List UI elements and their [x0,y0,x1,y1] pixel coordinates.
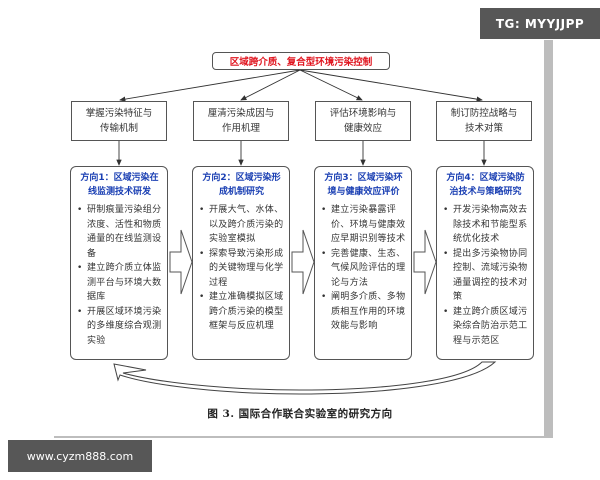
list-item: 完善健康、生态、气候风险评估的理论与方法 [320,247,407,291]
goal-4-line2: 技术对策 [464,123,503,134]
list-item: 建立跨介质区域污染综合防治示范工程与示范区 [442,305,529,349]
list-item: 开发污染物高效去除技术和节能型系统优化技术 [442,203,529,247]
watermark-top: TG: MYYJJPP [480,8,600,39]
list-item: 建立跨介质立体监测平台与环境大数据库 [76,261,163,305]
list-item: 研制痕量污染组分浓度、活性和物质通量的在线监测设备 [76,203,163,261]
root-goal-box: 区域跨介质、复合型环境污染控制 [212,52,390,70]
figure-caption: 图 3. 国际合作联合实验室的研究方向 [207,408,393,420]
page-shadow-right [544,40,553,438]
goal-2-line2: 作用机理 [221,123,260,134]
goal-1-line1: 掌握污染特征与 [85,108,153,119]
direction-4-title: 方向4：区域污染防治技术与策略研究 [446,173,525,197]
list-item: 开展大气、水体、以及跨介质污染的实验室模拟 [198,203,285,247]
list-item: 建立污染暴露评价、环境与健康效应早期识别等技术 [320,203,407,247]
direction-1-list: 研制痕量污染组分浓度、活性和物质通量的在线监测设备 建立跨介质立体监测平台与环境… [76,203,163,348]
goal-box-3: 评估环境影响与 健康效应 [315,101,411,141]
goal-box-4: 制订防控战略与 技术对策 [436,101,532,141]
list-item: 阐明多介质、多物质相互作用的环境效能与影响 [320,290,407,334]
page-shadow-bottom [54,436,544,438]
goal-3-line1: 评估环境影响与 [329,108,397,119]
direction-box-3: 方向3：区域污染环境与健康效应评价 建立污染暴露评价、环境与健康效应早期识别等技… [314,166,412,360]
direction-2-list: 开展大气、水体、以及跨介质污染的实验室模拟 探索导致污染形成的关键物理与化学过程… [198,203,285,334]
direction-3-list: 建立污染暴露评价、环境与健康效应早期识别等技术 完善健康、生态、气候风险评估的理… [320,203,407,334]
list-item: 开展区域环境污染的多维度综合观测实验 [76,305,163,349]
list-item: 建立准确模拟区域跨介质污染的模型框架与反应机理 [198,290,285,334]
direction-3-title: 方向3：区域污染环境与健康效应评价 [324,173,403,197]
direction-4-list: 开发污染物高效去除技术和节能型系统优化技术 提出多污染物协同控制、流域污染物通量… [442,203,529,348]
goal-box-2: 厘清污染成因与 作用机理 [193,101,289,141]
direction-2-title: 方向2：区域污染形成机制研究 [202,173,281,197]
goal-4-line1: 制订防控战略与 [450,108,518,119]
list-item: 提出多污染物协同控制、流域污染物通量调控的技术对策 [442,247,529,305]
goal-1-line2: 传输机制 [99,123,138,134]
direction-box-1: 方向1：区域污染在线监测技术研发 研制痕量污染组分浓度、活性和物质通量的在线监测… [70,166,168,360]
direction-box-4: 方向4：区域污染防治技术与策略研究 开发污染物高效去除技术和节能型系统优化技术 … [436,166,534,360]
goal-3-line2: 健康效应 [343,123,382,134]
list-item: 探索导致污染形成的关键物理与化学过程 [198,247,285,291]
goal-2-line1: 厘清污染成因与 [207,108,275,119]
goal-box-1: 掌握污染特征与 传输机制 [71,101,167,141]
direction-1-title: 方向1：区域污染在线监测技术研发 [80,173,159,197]
watermark-bottom: www.cyzm888.com [8,440,152,472]
direction-box-2: 方向2：区域污染形成机制研究 开展大气、水体、以及跨介质污染的实验室模拟 探索导… [192,166,290,360]
